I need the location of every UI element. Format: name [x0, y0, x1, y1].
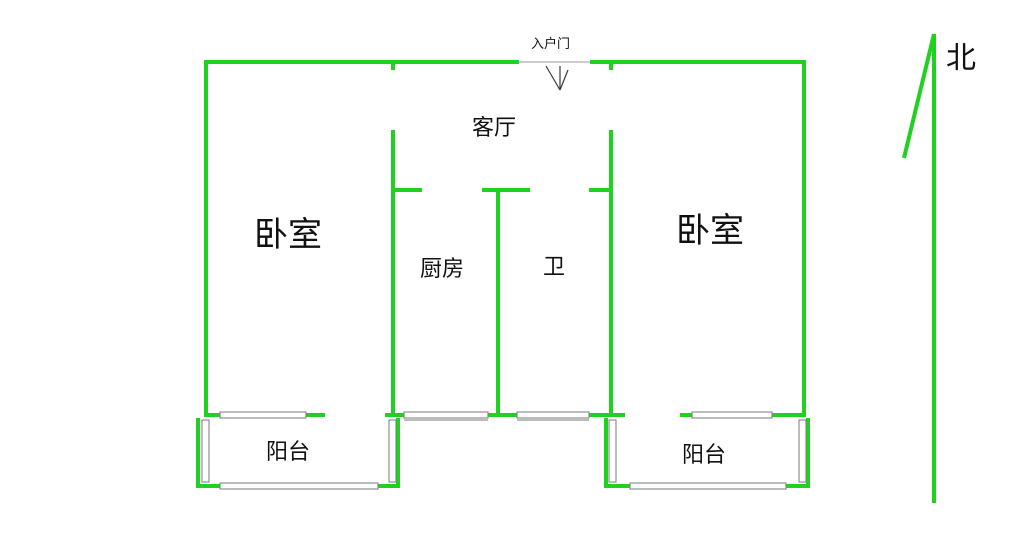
bedroom-right-label: 卧室 — [676, 211, 744, 251]
living-room-label: 客厅 — [472, 116, 517, 141]
balcony-left-label: 阳台 — [266, 440, 311, 465]
balcony-left-walls — [196, 418, 400, 490]
inner-windows — [219, 411, 773, 421]
north-label: 北 — [946, 41, 976, 76]
entrance-label: 入户门 — [531, 37, 571, 52]
bedroom-left-label: 卧室 — [254, 215, 322, 255]
balcony-right-label: 阳台 — [682, 443, 727, 468]
kitchen-label: 厨房 — [420, 257, 465, 282]
bathroom-label: 卫 — [543, 255, 566, 280]
balcony-right-walls — [604, 418, 810, 490]
entrance-arrow — [519, 61, 590, 91]
north-arrow-icon — [902, 33, 936, 503]
outer-walls — [204, 60, 806, 417]
interior-walls — [391, 130, 613, 417]
